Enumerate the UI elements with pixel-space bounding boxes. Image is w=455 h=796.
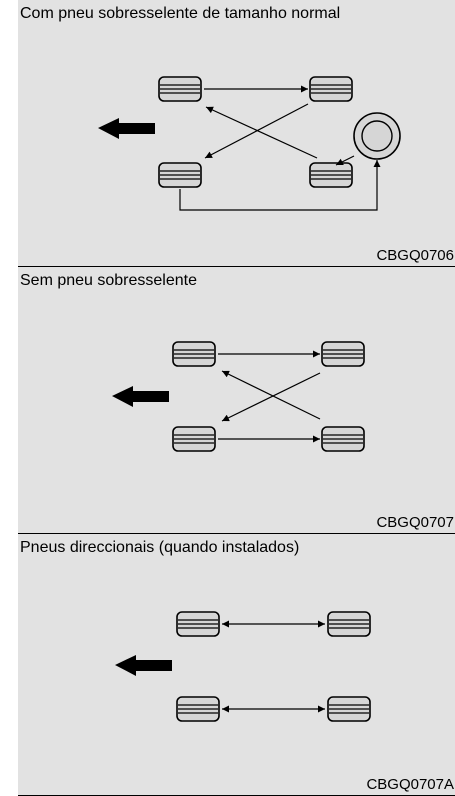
rotation-arrow <box>221 370 321 420</box>
tire-front-left <box>172 341 216 367</box>
rotation-arrow <box>205 106 318 159</box>
rotation-arrow <box>179 160 381 211</box>
rotation-arrow <box>335 155 355 166</box>
tire-rear-left <box>172 426 216 452</box>
tire-rear-right <box>321 426 365 452</box>
tire-rear-right <box>309 162 353 188</box>
figure-code: CBGQ0706 <box>376 247 454 264</box>
rotation-diagram <box>98 76 401 211</box>
tire-front-left <box>176 611 220 637</box>
tire-rear-right <box>327 696 371 722</box>
rotation-arrow <box>204 103 309 159</box>
panel-full-size-spare: Com pneu sobresselente de tamanho normal <box>18 0 455 267</box>
tire-front-left <box>158 76 202 102</box>
panel-title: Com pneu sobresselente de tamanho normal <box>20 5 341 22</box>
tire-front-right <box>327 611 371 637</box>
forward-direction-arrow-icon <box>115 655 172 676</box>
panel-title: Pneus direccionais (quando instalados) <box>20 539 300 556</box>
figure-code: CBGQ0707 <box>376 514 454 531</box>
figure-code: CBGQ0707A <box>366 776 454 793</box>
spare-wheel-icon <box>353 112 401 160</box>
tire-rear-left <box>158 162 202 188</box>
panel-directional-tires: Pneus direccionais (quando instalados) <box>18 534 455 796</box>
forward-direction-arrow-icon <box>112 386 169 407</box>
forward-direction-arrow-icon <box>98 118 155 139</box>
rotation-arrow <box>221 372 321 422</box>
tire-rear-left <box>176 696 220 722</box>
tire-front-right <box>321 341 365 367</box>
rotation-diagram <box>115 611 371 722</box>
panel-no-spare: Sem pneu sobresselente <box>18 267 455 534</box>
tire-front-right <box>309 76 353 102</box>
rotation-diagram <box>112 341 365 452</box>
panel-title: Sem pneu sobresselente <box>20 272 197 289</box>
